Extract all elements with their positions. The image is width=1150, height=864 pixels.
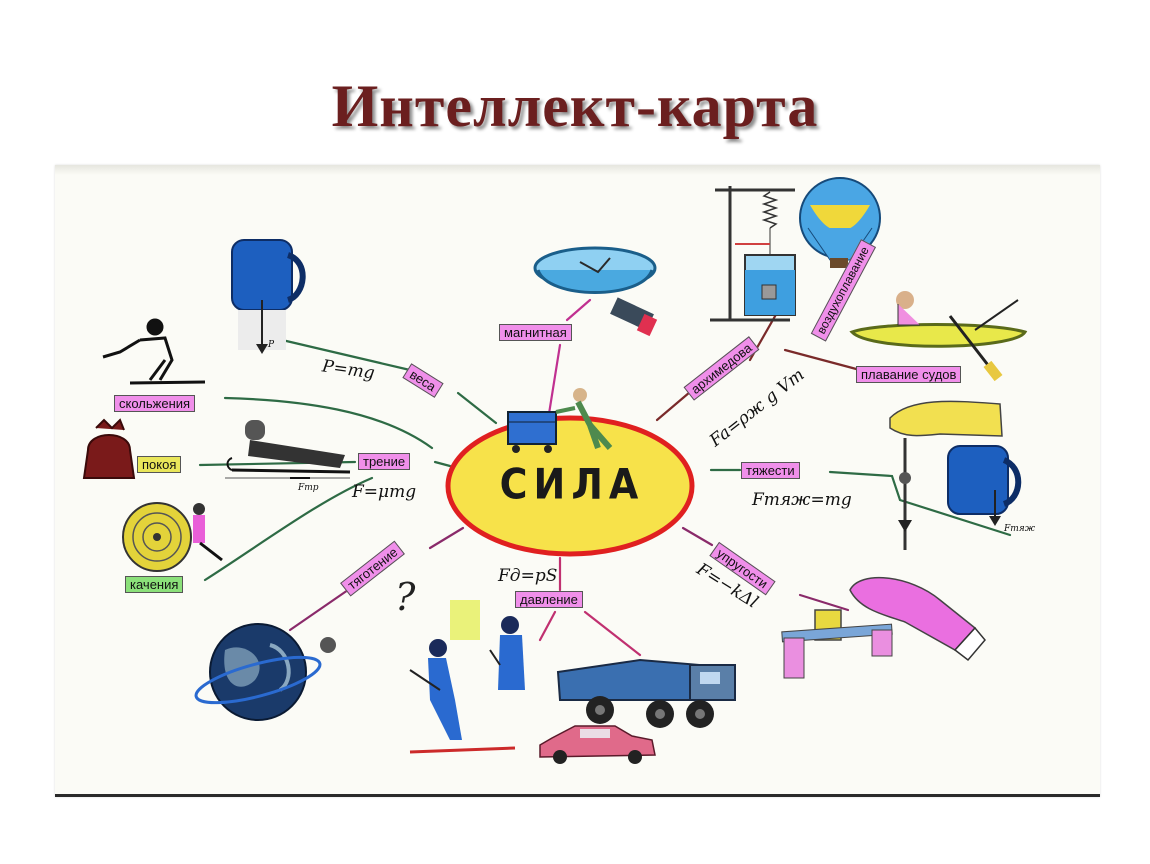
page-title: Интеллект-карта (331, 73, 819, 139)
label-tyazhesti: тяжести (741, 462, 800, 479)
line-upr-spring (798, 593, 850, 612)
car-icon (539, 725, 656, 764)
pushing-cart-icon (507, 388, 613, 453)
line-vesa-kettle (263, 334, 412, 372)
question-mark: ? (395, 575, 416, 619)
label-kacheniya: качения (125, 576, 184, 593)
hot-air-balloon-icon (799, 177, 881, 268)
line-arkhimedova (655, 390, 692, 422)
kettle-right-icon (947, 445, 1022, 526)
kettle-icon (231, 239, 306, 354)
formula-pressure: Fд=pS (498, 566, 558, 586)
line-tyazh-right (828, 470, 1012, 537)
line-vesa (456, 391, 498, 425)
boat-icon (849, 291, 1028, 382)
label-davlenie: давление (515, 591, 583, 608)
line-tyagotenie (428, 526, 465, 550)
line-uprugosti (681, 526, 714, 547)
line-trenie (433, 460, 452, 468)
line-skolzh (223, 396, 434, 450)
sled-icon (225, 420, 351, 479)
caption-kettle-right: Fтяж (1004, 524, 1035, 534)
line-kacheniya (203, 476, 374, 582)
center-ellipse (445, 415, 695, 557)
line-arkh-boat (783, 348, 862, 372)
label-pokoya: покоя (137, 456, 182, 473)
center-word: СИЛА (499, 459, 645, 509)
magnet-bowl-icon (533, 246, 658, 337)
caption-sled: Fтр (298, 483, 319, 493)
skier-icon (102, 318, 206, 385)
truck-icon (556, 658, 736, 728)
line-magnit-bowl (565, 298, 592, 322)
hand-weight-icon (889, 400, 1003, 550)
line-magnitnaya (546, 343, 562, 422)
label-trenie: трение (358, 453, 411, 470)
spring-hand-icon (781, 577, 986, 679)
earth-icon (194, 623, 336, 721)
line-tyag-earth (288, 588, 350, 632)
bag-icon (82, 418, 136, 479)
archimedes-apparatus-icon (710, 186, 796, 322)
line-davl-kids (538, 610, 557, 642)
caption-kettle-top: P (268, 340, 275, 350)
label-skolzheniya: скольжения (114, 395, 196, 412)
line-davl-truck (583, 610, 642, 657)
kids-skiing-icon (409, 600, 525, 754)
formula-gravity: Fтяж=mg (752, 490, 852, 510)
label-plavanie-sudov: плавание судов (856, 366, 962, 383)
reel-icon (122, 502, 223, 572)
label-magnitnaya: магнитная (499, 324, 572, 341)
formula-friction: F=μmg (352, 482, 417, 502)
